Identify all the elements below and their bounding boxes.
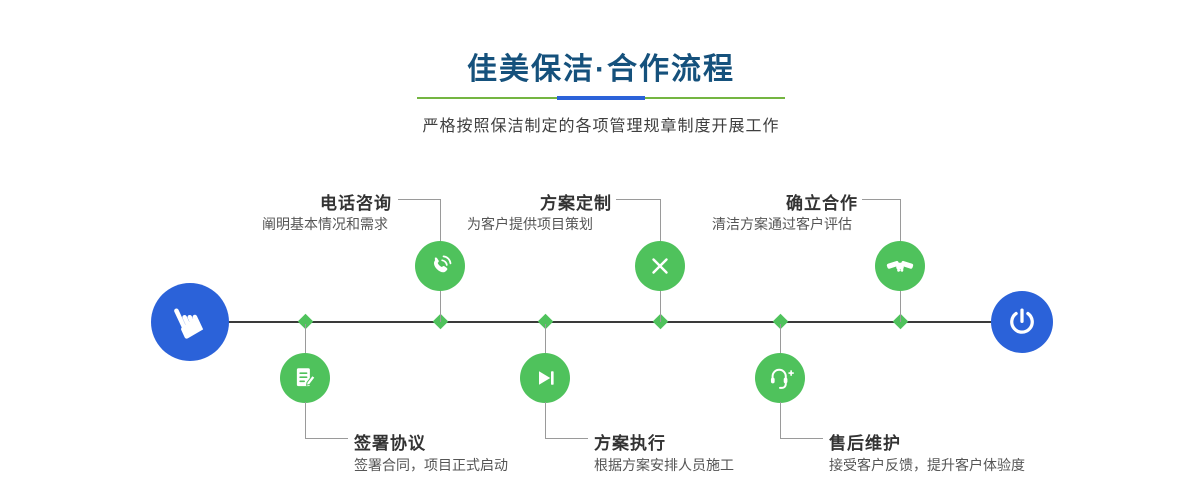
- timeline-start-node: ☛: [151, 283, 229, 361]
- connector-line: [440, 290, 441, 322]
- handshake-icon: [885, 251, 915, 281]
- step-node-phone: [415, 241, 465, 291]
- divider-blue-bar: [557, 96, 645, 100]
- timeline-end-node: [991, 291, 1053, 353]
- page-title: 佳美保洁·合作流程: [467, 53, 735, 86]
- step-title: 电话咨询: [320, 194, 392, 213]
- step-title: 方案执行: [594, 434, 666, 453]
- step-desc: 根据方案安排人员施工: [594, 457, 734, 473]
- step-node-after-sales: [755, 353, 805, 403]
- step-title: 方案定制: [540, 194, 612, 213]
- connector-line: [305, 402, 306, 439]
- connector-line: [900, 199, 901, 242]
- connector-line: [900, 290, 901, 322]
- step-desc: 清洁方案通过客户评估: [712, 216, 852, 232]
- step-desc: 为客户提供项目策划: [467, 216, 593, 232]
- step-desc: 阐明基本情况和需求: [262, 216, 388, 232]
- connector-line: [305, 324, 306, 354]
- step-desc: 签署合同，项目正式启动: [354, 457, 508, 473]
- sign-contract-icon: [292, 365, 318, 391]
- title-divider: [417, 96, 785, 100]
- step-title: 确立合作: [786, 194, 858, 213]
- step-node-execute: [520, 353, 570, 403]
- step-node-design: [635, 241, 685, 291]
- step-desc: 接受客户反馈，提升客户体验度: [829, 457, 1025, 473]
- connector-line: [545, 402, 546, 439]
- design-icon: [647, 253, 673, 279]
- page-subtitle: 严格按照保洁制定的各项管理规章制度开展工作: [422, 118, 780, 135]
- connector-line: [660, 199, 661, 242]
- connector-line: [616, 199, 660, 200]
- connector-line: [660, 290, 661, 322]
- connector-line: [545, 438, 588, 439]
- after-sales-icon: [766, 364, 794, 392]
- connector-line: [440, 199, 441, 242]
- connector-line: [780, 438, 823, 439]
- connector-line: [780, 324, 781, 354]
- power-icon: [1007, 307, 1037, 337]
- connector-line: [862, 199, 900, 200]
- connector-line: [398, 199, 440, 200]
- step-title: 签署协议: [354, 434, 426, 453]
- pointer-hand-icon: ☛: [157, 291, 221, 350]
- connector-line: [305, 438, 348, 439]
- connector-line: [780, 402, 781, 439]
- timeline-line: [190, 321, 1022, 323]
- connector-line: [545, 324, 546, 354]
- execute-icon: [533, 366, 557, 390]
- step-node-sign: [280, 353, 330, 403]
- step-title: 售后维护: [829, 434, 901, 453]
- step-node-cooperation: [875, 241, 925, 291]
- phone-icon: [426, 252, 454, 280]
